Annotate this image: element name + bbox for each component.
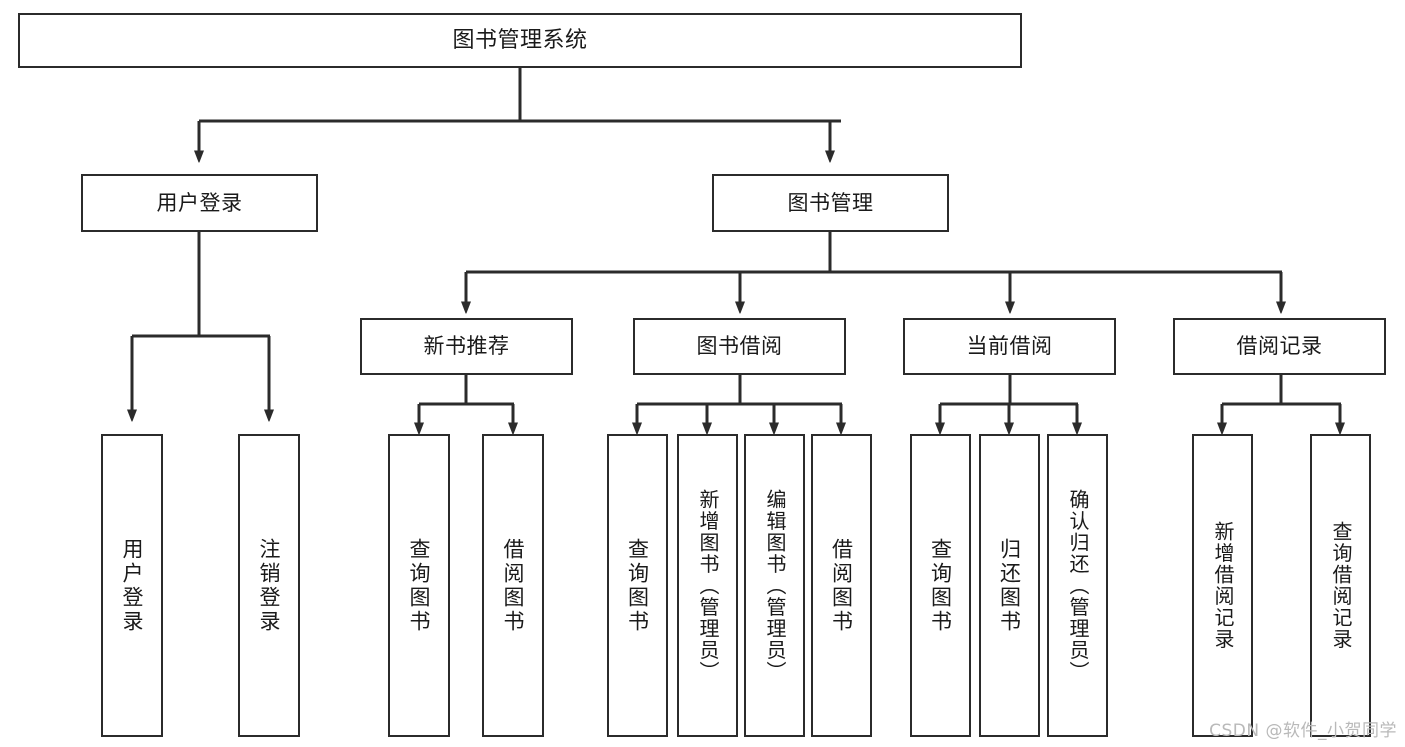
node-label: 借阅记录 — [1236, 334, 1323, 359]
node-label: 注销登录 — [257, 537, 282, 634]
node-label: 图书管理系统 — [452, 27, 588, 53]
node-user-login[interactable]: 用户登录 — [81, 174, 318, 232]
watermark-text: CSDN @软件_小贺同学 — [1209, 721, 1397, 741]
node-leaf-add-record[interactable]: 新增借阅记录 — [1192, 434, 1253, 737]
node-root-system[interactable]: 图书管理系统 — [18, 13, 1022, 68]
node-label: 新增图书（管理员） — [696, 488, 720, 683]
node-leaf-borrow-book-1[interactable]: 借阅图书 — [482, 434, 544, 737]
node-label: 借阅图书 — [501, 537, 526, 634]
node-label: 图书借阅 — [696, 334, 783, 359]
node-label: 查询图书 — [407, 537, 432, 634]
node-label: 查询借阅记录 — [1329, 521, 1353, 650]
node-label: 查询图书 — [928, 537, 953, 634]
node-leaf-borrow-book-2[interactable]: 借阅图书 — [811, 434, 872, 737]
node-label: 图书管理 — [787, 190, 874, 215]
node-leaf-user-login[interactable]: 用户登录 — [101, 434, 163, 737]
node-label: 用户登录 — [120, 537, 145, 634]
node-label: 新增借阅记录 — [1211, 521, 1235, 650]
node-leaf-confirm-return[interactable]: 确认归还（管理员） — [1047, 434, 1108, 737]
node-leaf-add-book[interactable]: 新增图书（管理员） — [677, 434, 738, 737]
node-book-borrow[interactable]: 图书借阅 — [633, 318, 846, 375]
node-leaf-query-book-1[interactable]: 查询图书 — [388, 434, 450, 737]
node-label: 用户登录 — [156, 190, 243, 215]
node-label: 查询图书 — [625, 537, 650, 634]
node-leaf-query-record[interactable]: 查询借阅记录 — [1310, 434, 1371, 737]
node-label: 确认归还（管理员） — [1066, 488, 1090, 683]
node-book-management[interactable]: 图书管理 — [712, 174, 949, 232]
node-label: 新书推荐 — [423, 334, 510, 359]
node-leaf-query-book-3[interactable]: 查询图书 — [910, 434, 971, 737]
node-label: 借阅图书 — [829, 537, 854, 634]
node-leaf-query-book-2[interactable]: 查询图书 — [607, 434, 668, 737]
node-label: 归还图书 — [997, 537, 1022, 634]
node-leaf-edit-book[interactable]: 编辑图书（管理员） — [744, 434, 805, 737]
node-borrow-record[interactable]: 借阅记录 — [1173, 318, 1386, 375]
node-label: 当前借阅 — [966, 334, 1053, 359]
node-new-book-recommend[interactable]: 新书推荐 — [360, 318, 573, 375]
node-label: 编辑图书（管理员） — [763, 488, 787, 683]
node-leaf-return-book[interactable]: 归还图书 — [979, 434, 1040, 737]
node-leaf-logout-login[interactable]: 注销登录 — [238, 434, 300, 737]
node-current-borrow[interactable]: 当前借阅 — [903, 318, 1116, 375]
